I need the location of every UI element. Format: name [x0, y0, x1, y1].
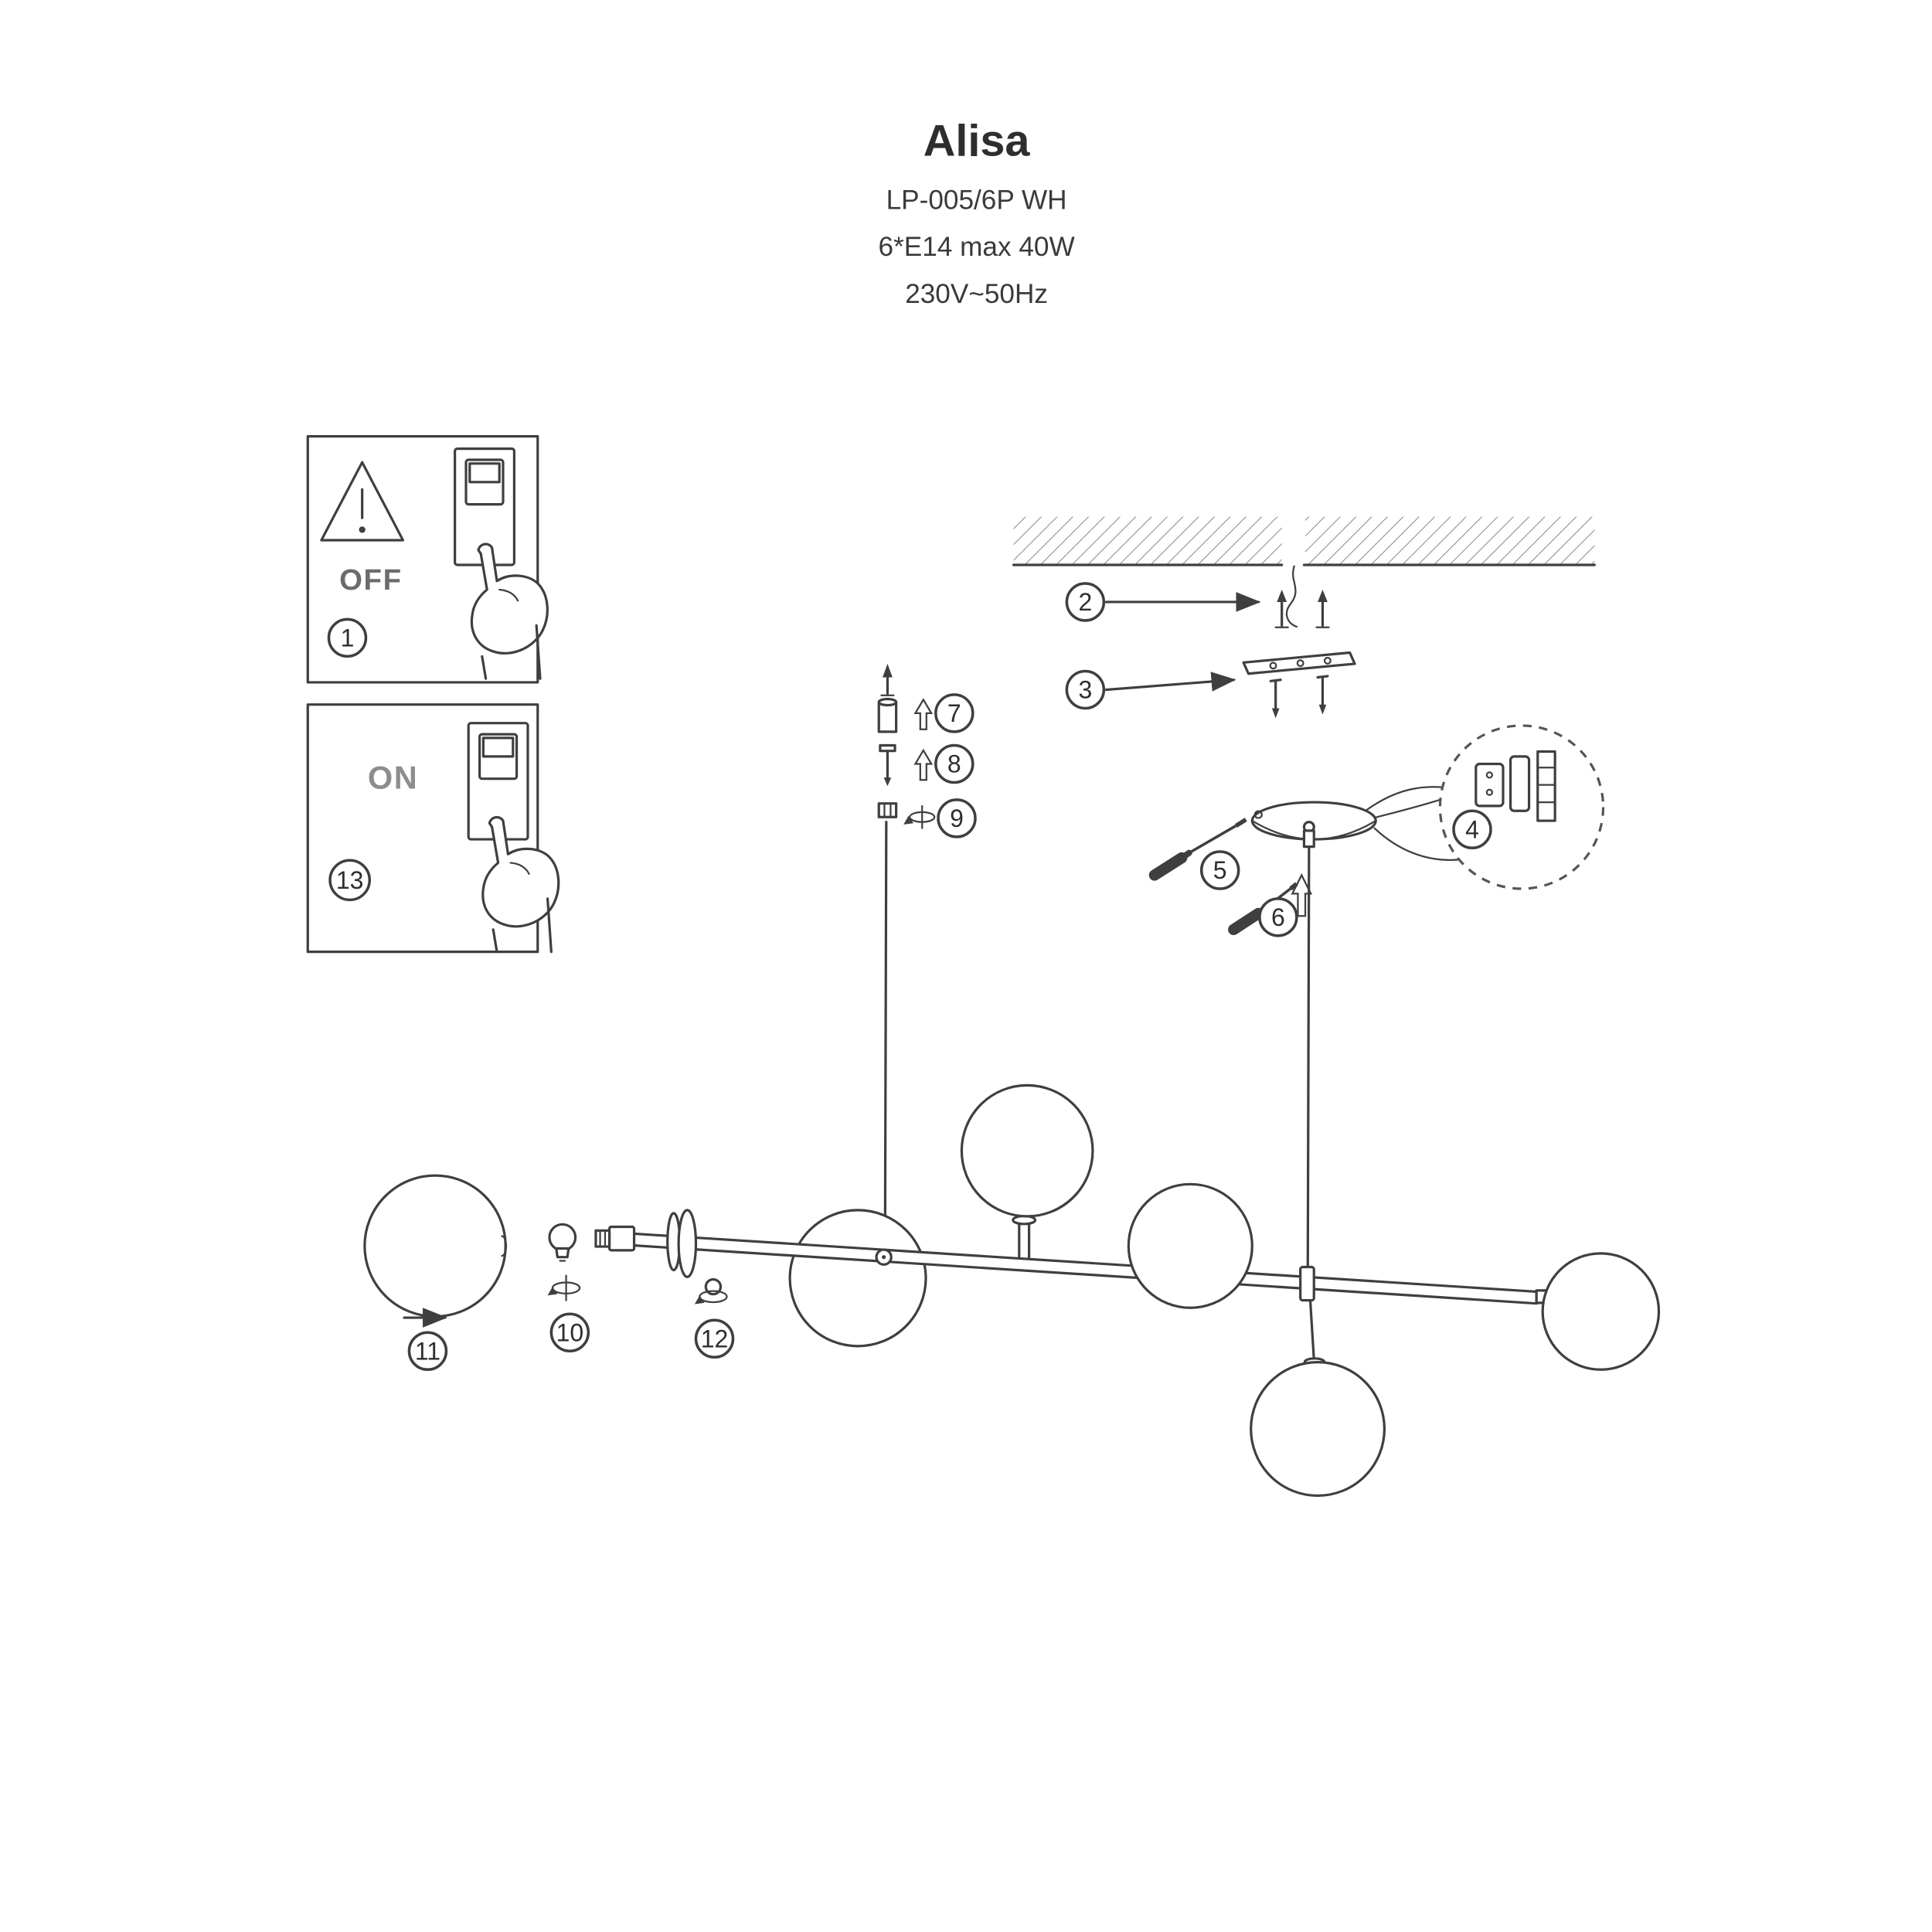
- step-badge-11: 11: [407, 1331, 448, 1371]
- glass-globe: [788, 1209, 927, 1348]
- terminal-strip-icon: [1536, 750, 1556, 822]
- step-number: 10: [556, 1318, 584, 1346]
- connector-block-icon: [1509, 755, 1531, 812]
- step-number: 4: [1465, 815, 1479, 843]
- suspension-rod-left: [883, 821, 888, 1253]
- step-badge-12: 12: [694, 1318, 735, 1359]
- product-title: Alisa: [923, 117, 1031, 166]
- up-arrow-icon: [913, 748, 934, 781]
- warning-icon: [320, 461, 405, 542]
- step-number: 9: [950, 804, 964, 832]
- step-badge-3: 3: [1065, 669, 1106, 710]
- off-label: OFF: [339, 563, 403, 597]
- suspension-parts: 7 8 9: [877, 663, 977, 1253]
- step-number: 13: [336, 866, 364, 894]
- step-number: 5: [1213, 856, 1227, 884]
- fitting-screw: [882, 1255, 886, 1260]
- mounting-bracket-icon: [1242, 651, 1356, 719]
- canopy-assembly: 4 5 6: [1148, 724, 1605, 1272]
- step-number: 12: [701, 1325, 729, 1352]
- globe-stem-down: [1308, 1299, 1315, 1362]
- step-badge-13: 13: [328, 859, 372, 902]
- screw-icon: [879, 743, 896, 787]
- step-badge-5: 5: [1199, 850, 1240, 890]
- rotate-icon: [903, 804, 936, 829]
- step-badge-8: 8: [934, 743, 975, 784]
- power-on-panel: ON 13: [306, 703, 560, 954]
- glass-globe: [1541, 1252, 1661, 1371]
- coupler-cylinder-icon: [877, 697, 898, 733]
- globe-opening: [501, 1235, 508, 1257]
- step-number: 8: [947, 750, 961, 778]
- bulb-icon: [548, 1223, 577, 1262]
- nut-icon: [877, 802, 898, 818]
- step-number: 6: [1271, 903, 1285, 931]
- ceiling-section: 2 3: [1012, 516, 1596, 719]
- step-badge-7: 7: [934, 693, 975, 733]
- ceiling-hatch-right: [1305, 516, 1595, 565]
- header: Alisa LP-005/6P WH 6*E14 max 40W 230V~50…: [879, 117, 1076, 309]
- fixture-assembly: 10 11 12: [363, 1083, 1661, 1497]
- screwdriver-icon-5: [1148, 818, 1247, 881]
- step-number: 1: [341, 624, 355, 652]
- glass-globe: [1250, 1361, 1386, 1497]
- ceiling-hatch-left: [1013, 516, 1282, 565]
- power-spec: 230V~50Hz: [905, 279, 1048, 309]
- glass-globe: [1127, 1182, 1253, 1309]
- up-arrow-icon: [1291, 872, 1313, 917]
- step-number: 3: [1078, 676, 1092, 704]
- power-off-panel: OFF 1: [306, 435, 549, 684]
- wiring-detail-circle: [1438, 724, 1605, 890]
- bulb-spec: 6*E14 max 40W: [879, 232, 1076, 262]
- step-badge-9: 9: [937, 798, 977, 838]
- step-3-arrow: [1104, 672, 1236, 692]
- up-arrow-icon: [913, 698, 934, 730]
- rod-bar-connector: [1299, 1265, 1315, 1302]
- connector-block-icon: [1475, 762, 1505, 808]
- step-badge-2: 2: [1065, 582, 1106, 622]
- socket-thread: [594, 1229, 611, 1248]
- decorative-ring: [677, 1209, 698, 1278]
- rotate-icon: [547, 1274, 581, 1301]
- step-badge-4: 4: [1452, 809, 1492, 850]
- step-number: 7: [947, 699, 961, 727]
- glass-globe: [960, 1083, 1094, 1218]
- glass-globe-loose: [363, 1174, 507, 1318]
- ceiling-wire: [1285, 565, 1298, 628]
- step-badge-6: 6: [1258, 897, 1298, 937]
- anchor-screws-icon: [1274, 589, 1330, 628]
- bulb-socket: [607, 1225, 636, 1252]
- canopy-rod-fitting: [1302, 829, 1315, 849]
- step-number: 11: [415, 1337, 440, 1365]
- step-number: 2: [1078, 588, 1092, 616]
- product-model: LP-005/6P WH: [886, 185, 1067, 215]
- ring-rotate-icon: [694, 1277, 728, 1304]
- step-badge-1: 1: [327, 617, 368, 658]
- on-label: ON: [368, 759, 419, 795]
- fixture-bar: [631, 1232, 1538, 1305]
- pin-icon: [880, 663, 895, 696]
- step-badge-10: 10: [549, 1312, 590, 1352]
- suspension-rod-right: [1306, 845, 1311, 1272]
- canopy-rim-screw: [1253, 810, 1263, 819]
